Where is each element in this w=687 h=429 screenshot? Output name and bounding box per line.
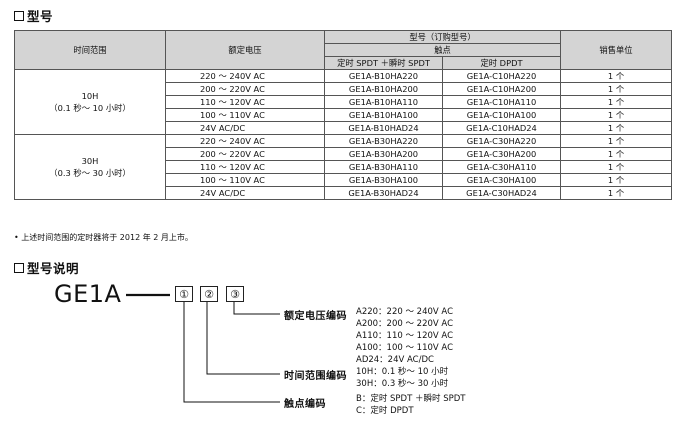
voltage-code-item: AD24：24V AC/DC — [356, 355, 434, 365]
contact-code-item: C：定时 DPDT — [356, 406, 414, 416]
table-row: 110 ～ 120V AC GE1A-B30HA110 GE1A-C30HA11… — [15, 160, 673, 174]
voltage-code-item: A220：220 ～ 240V AC — [356, 307, 454, 317]
section-title-text: 型号说明 — [27, 261, 80, 276]
table-row: 24V AC/DC GE1A-B10HAD24 GE1A-C10HAD24 1 … — [15, 121, 673, 135]
connector-contact — [183, 301, 280, 403]
unit-cell: 1 个 — [560, 186, 673, 200]
contact-code-list: B：定时 SPDT ＋瞬时 SPDT C：定时 DPDT — [356, 393, 465, 417]
code-box-time: ② — [200, 286, 218, 302]
voltage-cell: 24V AC/DC — [165, 186, 325, 200]
table-row: 24V AC/DC GE1A-B30HAD24 GE1A-C30HAD24 1 … — [15, 186, 673, 200]
time-range-cell: 10H （0.1 秒～ 10 小时） — [14, 69, 166, 135]
section-title-model-explanation: 型号说明 — [14, 258, 79, 277]
section-title-text: 型号 — [27, 9, 54, 24]
header-rated-voltage: 额定电压 — [165, 30, 325, 70]
connector-voltage — [233, 301, 280, 315]
table-row: 200 ～ 220V AC GE1A-B30HA200 GE1A-C30HA20… — [15, 147, 673, 161]
code-box-voltage: ③ — [226, 286, 244, 302]
connector-time — [206, 301, 280, 375]
time-range-main: 30H — [81, 156, 99, 166]
voltage-code-item: A110：110 ～ 120V AC — [356, 331, 454, 341]
header-time-range: 时间范围 — [14, 30, 166, 70]
voltage-code-label: 额定电压编码 — [284, 311, 347, 322]
header-dpdt: 定时 DPDT — [441, 56, 562, 70]
time-code-item: 10H：0.1 秒～ 10 小时 — [356, 367, 449, 377]
table-row: 110 ～ 120V AC GE1A-B10HA110 GE1A-C10HA11… — [15, 95, 673, 109]
table-row: 100 ～ 110V AC GE1A-B30HA100 GE1A-C30HA10… — [15, 173, 673, 187]
square-bullet-icon — [14, 262, 24, 273]
contact-code-label: 触点编码 — [284, 399, 326, 410]
model-name: GE1A — [54, 280, 122, 308]
voltage-code-item: A200：200 ～ 220V AC — [356, 319, 454, 329]
section-title-model: 型号 — [14, 6, 53, 25]
time-range-cell: 30H （0.3 秒～ 30 小时） — [14, 134, 166, 200]
dpdt-model-cell: GE1A-C30HAD24 — [441, 186, 562, 200]
voltage-code-list: A220：220 ～ 240V AC A200：200 ～ 220V AC A1… — [356, 306, 453, 366]
model-table: 时间范围 额定电压 型号（订购型号） 销售单位 触点 定时 SPDT ＋瞬时 S… — [14, 30, 673, 200]
header-spdt: 定时 SPDT ＋瞬时 SPDT — [324, 56, 443, 70]
code-box-contact: ① — [175, 286, 193, 302]
time-code-label: 时间范围编码 — [284, 371, 347, 382]
time-range-main: 10H — [81, 91, 99, 101]
square-bullet-icon — [14, 10, 24, 21]
table-row: 10H （0.1 秒～ 10 小时） 220 ～ 240V AC GE1A-B1… — [14, 69, 673, 135]
time-range-sub: （0.1 秒～ 10 小时） — [49, 103, 131, 113]
time-code-list: 10H：0.1 秒～ 10 小时 30H：0.3 秒～ 30 小时 — [356, 366, 448, 390]
voltage-code-item: A100：100 ～ 110V AC — [356, 343, 454, 353]
table-row: 30H （0.3 秒～ 30 小时） 220 ～ 240V AC GE1A-B3… — [14, 134, 673, 200]
time-range-sub: （0.3 秒～ 30 小时） — [49, 168, 131, 178]
header-sales-unit: 销售单位 — [560, 30, 673, 70]
header-model-group: 型号（订购型号） — [323, 30, 562, 44]
contact-code-item: B：定时 SPDT ＋瞬时 SPDT — [356, 394, 466, 404]
time-code-item: 30H：0.3 秒～ 30 小时 — [356, 379, 449, 389]
availability-note: • 上述时间范围的定时器将于 2012 年 2 月上市。 — [14, 233, 193, 242]
